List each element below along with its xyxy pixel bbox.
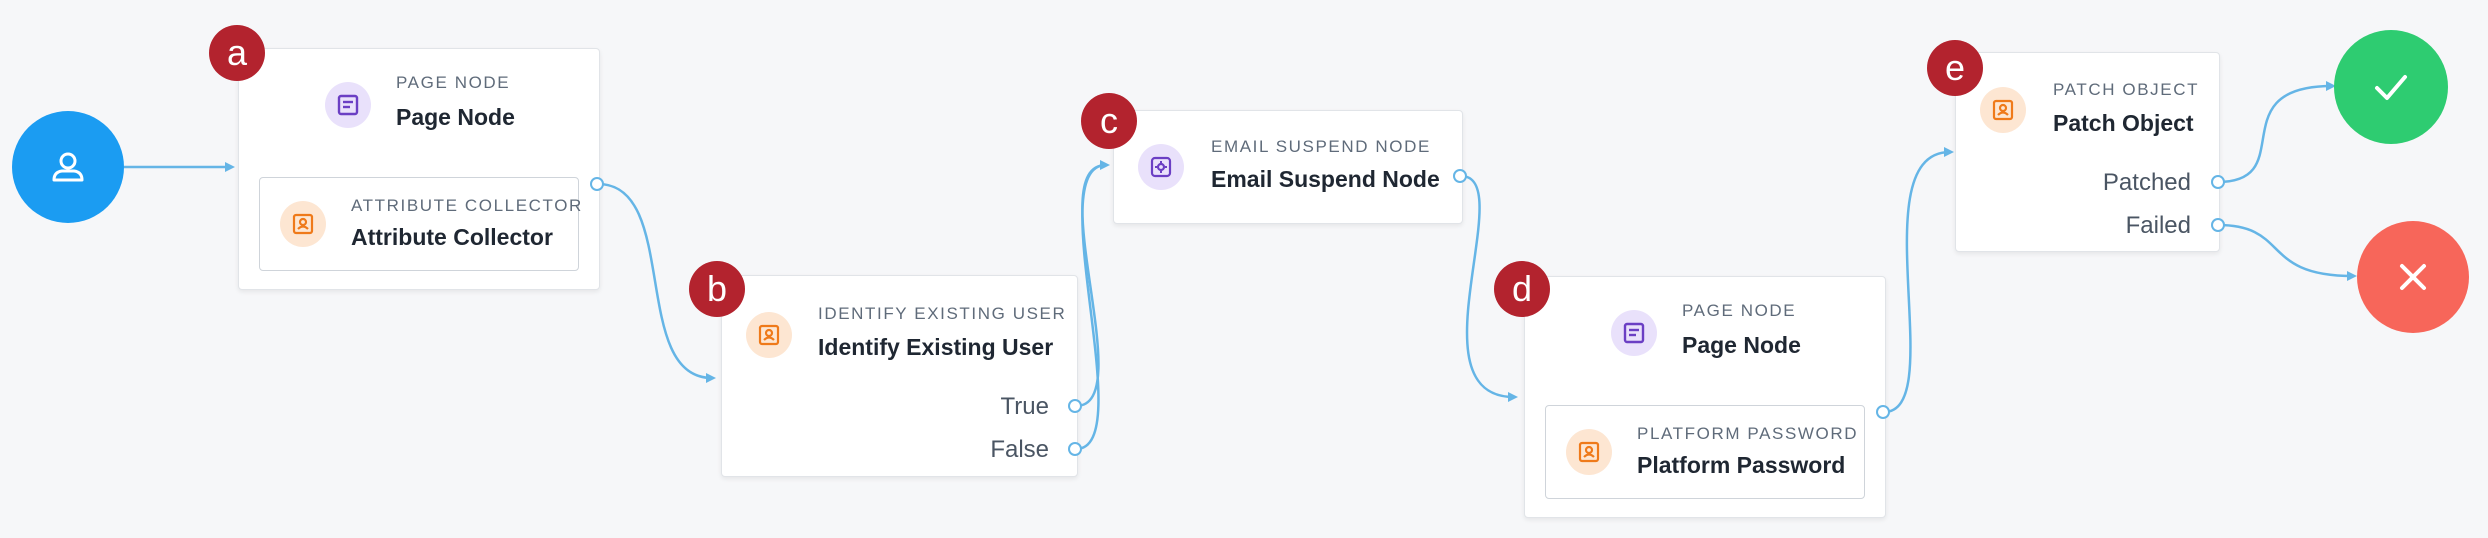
arrowhead <box>1100 160 1110 170</box>
step-badge-c: c <box>1081 93 1137 149</box>
node-type-label: PAGE NODE <box>1682 301 1797 320</box>
node-title: Patch Object <box>2053 110 2194 136</box>
user-icon <box>52 152 84 182</box>
node-type-label: IDENTIFY EXISTING USER <box>818 304 1067 323</box>
connector-page1-to-identify <box>597 182 713 380</box>
node-type-label: PAGE NODE <box>396 73 511 92</box>
output-port-failed[interactable] <box>2211 218 2225 232</box>
email-suspend-node[interactable]: EMAIL SUSPEND NODE Email Suspend Node <box>1113 110 1463 224</box>
page-node-1[interactable]: PAGE NODE Page Node ATTRIBUTE COLLECTOR … <box>238 48 600 290</box>
success-node[interactable] <box>2334 30 2448 144</box>
node-type-label: EMAIL SUSPEND NODE <box>1211 137 1431 156</box>
arrowhead <box>225 162 235 172</box>
outcome-true: True <box>1000 393 1049 420</box>
node-title: Page Node <box>396 104 515 130</box>
child-title: Platform Password <box>1637 452 1846 478</box>
identify-existing-user-node[interactable]: IDENTIFY EXISTING USER Identify Existing… <box>721 275 1078 477</box>
contact-card-icon <box>746 312 792 358</box>
child-node-platform-password[interactable]: PLATFORM PASSWORD Platform Password <box>1545 405 1865 499</box>
child-node-attribute-collector[interactable]: ATTRIBUTE COLLECTOR Attribute Collector <box>259 177 581 271</box>
outcome-failed: Failed <box>2125 212 2191 239</box>
child-type-label: PLATFORM PASSWORD <box>1637 424 1859 443</box>
connector-true-to-email <box>1075 163 1107 408</box>
arrowhead <box>706 373 716 383</box>
arrowhead <box>1508 392 1518 402</box>
node-type-label: PATCH OBJECT <box>2053 80 2200 99</box>
arrowhead <box>2347 271 2357 281</box>
node-title: Page Node <box>1682 332 1801 358</box>
output-port[interactable] <box>590 177 604 191</box>
failure-node[interactable] <box>2357 221 2469 333</box>
arrowhead <box>1944 147 1954 157</box>
connector-page2-to-patch <box>1883 150 1951 414</box>
child-type-label: ATTRIBUTE COLLECTOR <box>351 196 583 215</box>
step-badge-d: d <box>1494 261 1550 317</box>
start-node[interactable] <box>12 111 124 223</box>
node-title: Identify Existing User <box>818 334 1054 360</box>
output-port[interactable] <box>1453 169 1467 183</box>
arrowhead <box>2326 81 2336 91</box>
output-port-false[interactable] <box>1068 442 1082 456</box>
step-badge-a: a <box>209 25 265 81</box>
node-title: Email Suspend Node <box>1211 166 1440 192</box>
patch-object-node[interactable]: PATCH OBJECT Patch Object Patched Failed <box>1955 52 2220 252</box>
contact-card-icon <box>1980 87 2026 133</box>
contact-card-icon <box>1566 429 1612 475</box>
step-badge-b: b <box>689 261 745 317</box>
step-badge-e: e <box>1927 40 1983 96</box>
gear-icon <box>1138 144 1184 190</box>
outcome-patched: Patched <box>2102 169 2191 196</box>
output-port-true[interactable] <box>1068 399 1082 413</box>
page-icon <box>1611 310 1657 356</box>
page-icon <box>325 82 371 128</box>
output-port-patched[interactable] <box>2211 175 2225 189</box>
connector-patched-to-success <box>2217 84 2333 184</box>
connector-failed-to-failure <box>2217 223 2354 278</box>
output-port[interactable] <box>1876 405 1890 419</box>
x-icon <box>2400 264 2426 290</box>
page-node-2[interactable]: PAGE NODE Page Node PLATFORM PASSWORD Pl… <box>1524 276 1886 518</box>
contact-card-icon <box>280 201 326 247</box>
connector-false-to-email <box>1075 163 1107 451</box>
connector-email-to-page2 <box>1460 174 1515 399</box>
child-title: Attribute Collector <box>351 224 553 250</box>
outcome-false: False <box>990 436 1049 463</box>
check-icon <box>2375 75 2407 100</box>
